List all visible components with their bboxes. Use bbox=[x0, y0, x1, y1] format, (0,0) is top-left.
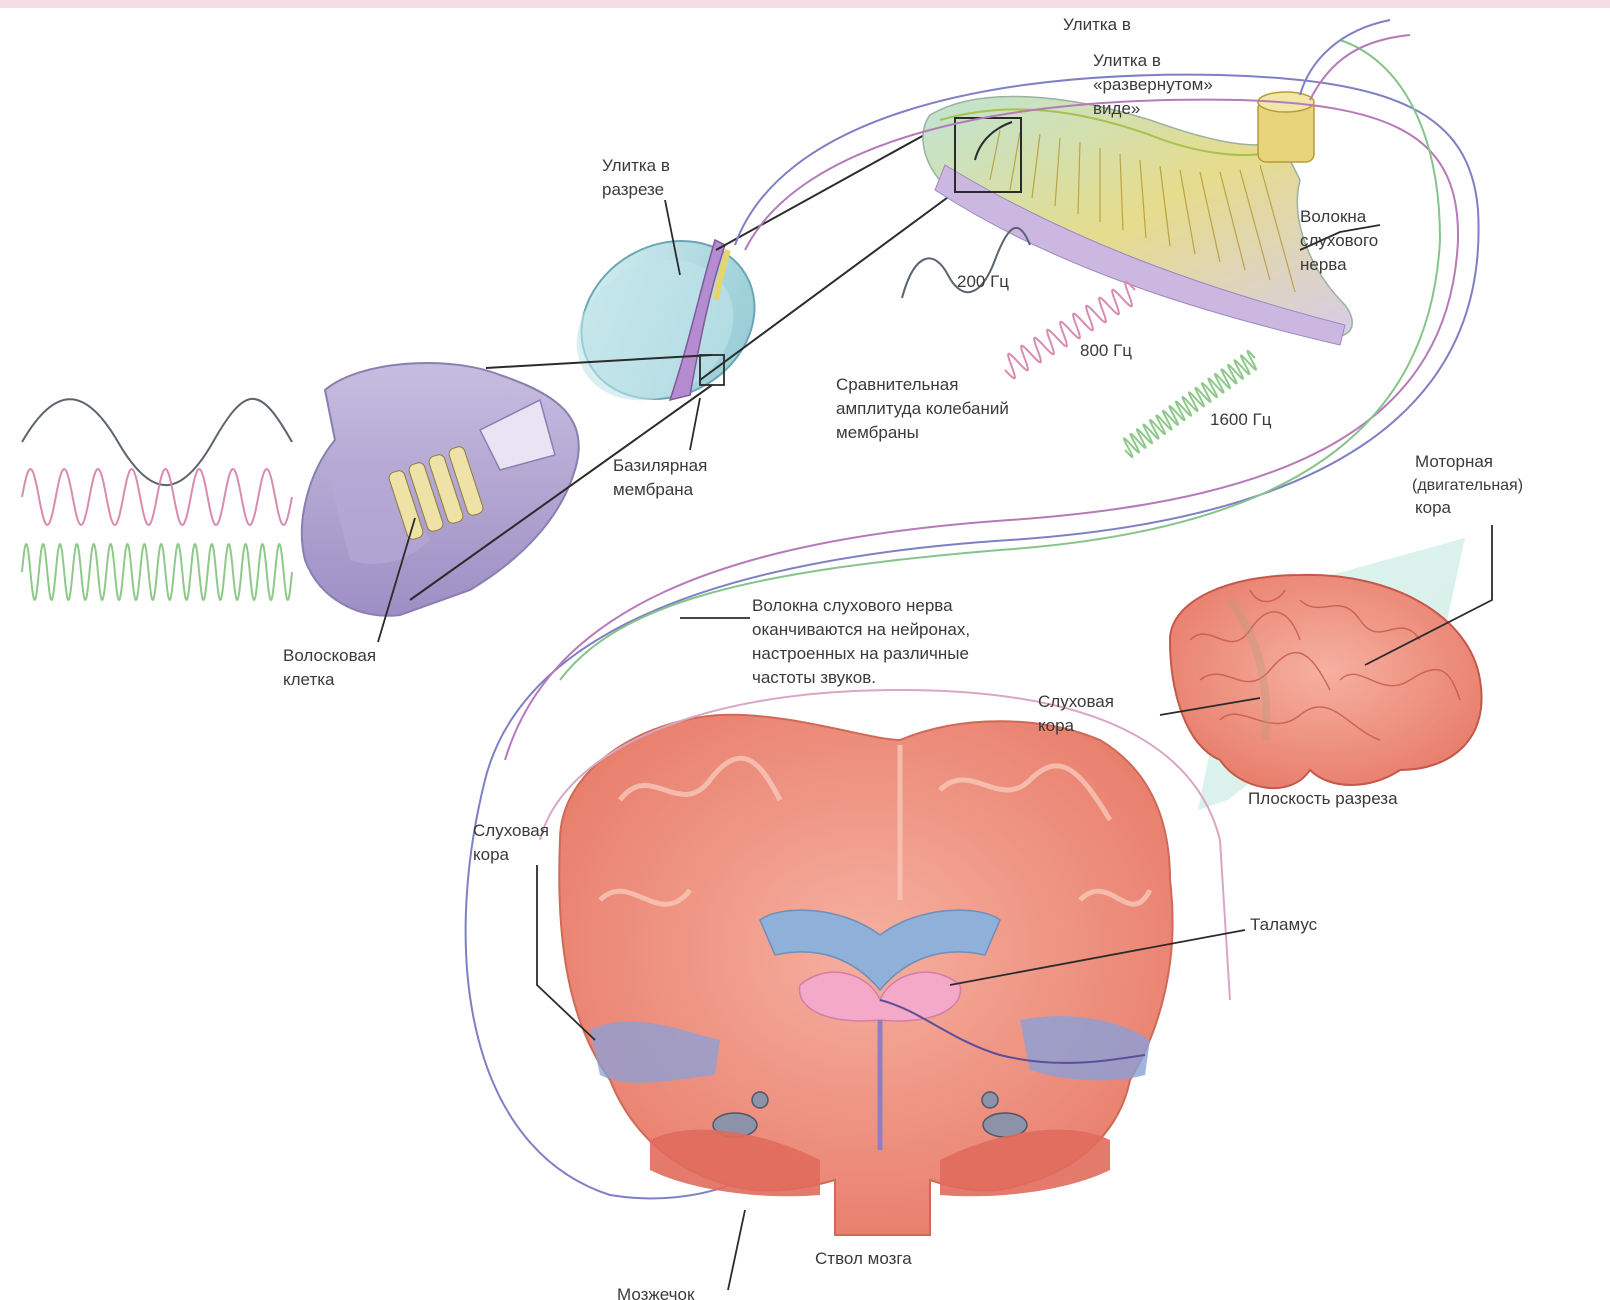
label-basilar-line2: мембрана bbox=[613, 480, 694, 499]
label-motor-cortex-line2: (двигательная) bbox=[1412, 477, 1523, 494]
label-cochlea-unrolled-line3: виде» bbox=[1093, 99, 1140, 118]
frequency-waves-left bbox=[22, 399, 292, 600]
label-fibers-end-line1: Волокна слухового нерва bbox=[752, 596, 953, 615]
label-thalamus: Таламус bbox=[1250, 915, 1318, 934]
label-nerve-fibers-line3: нерва bbox=[1300, 255, 1347, 274]
label-aud-cortex-left-line2: кора bbox=[473, 845, 510, 864]
label-amplitude-line3: мембраны bbox=[836, 423, 919, 442]
label-basilar-line1: Базилярная bbox=[613, 456, 707, 475]
label-aud-cortex-right-line2: кора bbox=[1038, 716, 1075, 735]
label-fibers-end-line3: настроенных на различные bbox=[752, 644, 969, 663]
label-aud-cortex-left-line1: Слуховая bbox=[473, 821, 549, 840]
label-cochlea-unrolled-line1: Улитка в bbox=[1093, 51, 1161, 70]
label-fibers-end-line2: оканчиваются на нейронах, bbox=[752, 620, 970, 639]
label-cerebellum-cut: Мозжечок bbox=[617, 1285, 695, 1300]
label-motor-cortex-line3: кора bbox=[1415, 498, 1452, 517]
label-fibers-end-line4: частоты звуков. bbox=[752, 668, 876, 687]
label-amplitude-line1: Сравнительная bbox=[836, 375, 958, 394]
label-freq-1600: 1600 Гц bbox=[1210, 410, 1272, 429]
wave-high-frequency bbox=[22, 544, 292, 600]
label-motor-cortex-line1: Моторная bbox=[1415, 452, 1493, 471]
label-freq-800: 800 Гц bbox=[1080, 341, 1132, 360]
label-aud-cortex-right-line1: Слуховая bbox=[1038, 692, 1114, 711]
label-hair-cell-line1: Волосковая bbox=[283, 646, 376, 665]
wave-1600hz bbox=[1124, 351, 1256, 457]
label-cochlea-top: Улитка в bbox=[1063, 15, 1131, 34]
label-hair-cell-line2: клетка bbox=[283, 670, 335, 689]
label-nerve-fibers-line1: Волокна bbox=[1300, 207, 1367, 226]
label-cochlea-unrolled-line2: «развернутом» bbox=[1093, 75, 1213, 94]
cochlea-unrolled bbox=[923, 92, 1352, 345]
brain-coronal-section bbox=[540, 690, 1230, 1235]
label-section-plane: Плоскость разреза bbox=[1248, 789, 1398, 808]
wave-800hz bbox=[1005, 282, 1135, 379]
label-cochlea-section-line2: разрезе bbox=[602, 180, 664, 199]
label-freq-200: 200 Гц bbox=[957, 272, 1009, 291]
label-brainstem: Ствол мозга bbox=[815, 1249, 912, 1268]
brain-lateral-view bbox=[1170, 538, 1482, 810]
label-amplitude-line2: амплитуда колебаний bbox=[836, 399, 1009, 418]
label-nerve-fibers-line2: слухового bbox=[1300, 231, 1378, 250]
wave-mid-frequency bbox=[22, 469, 292, 525]
label-cochlea-section-line1: Улитка в bbox=[602, 156, 670, 175]
